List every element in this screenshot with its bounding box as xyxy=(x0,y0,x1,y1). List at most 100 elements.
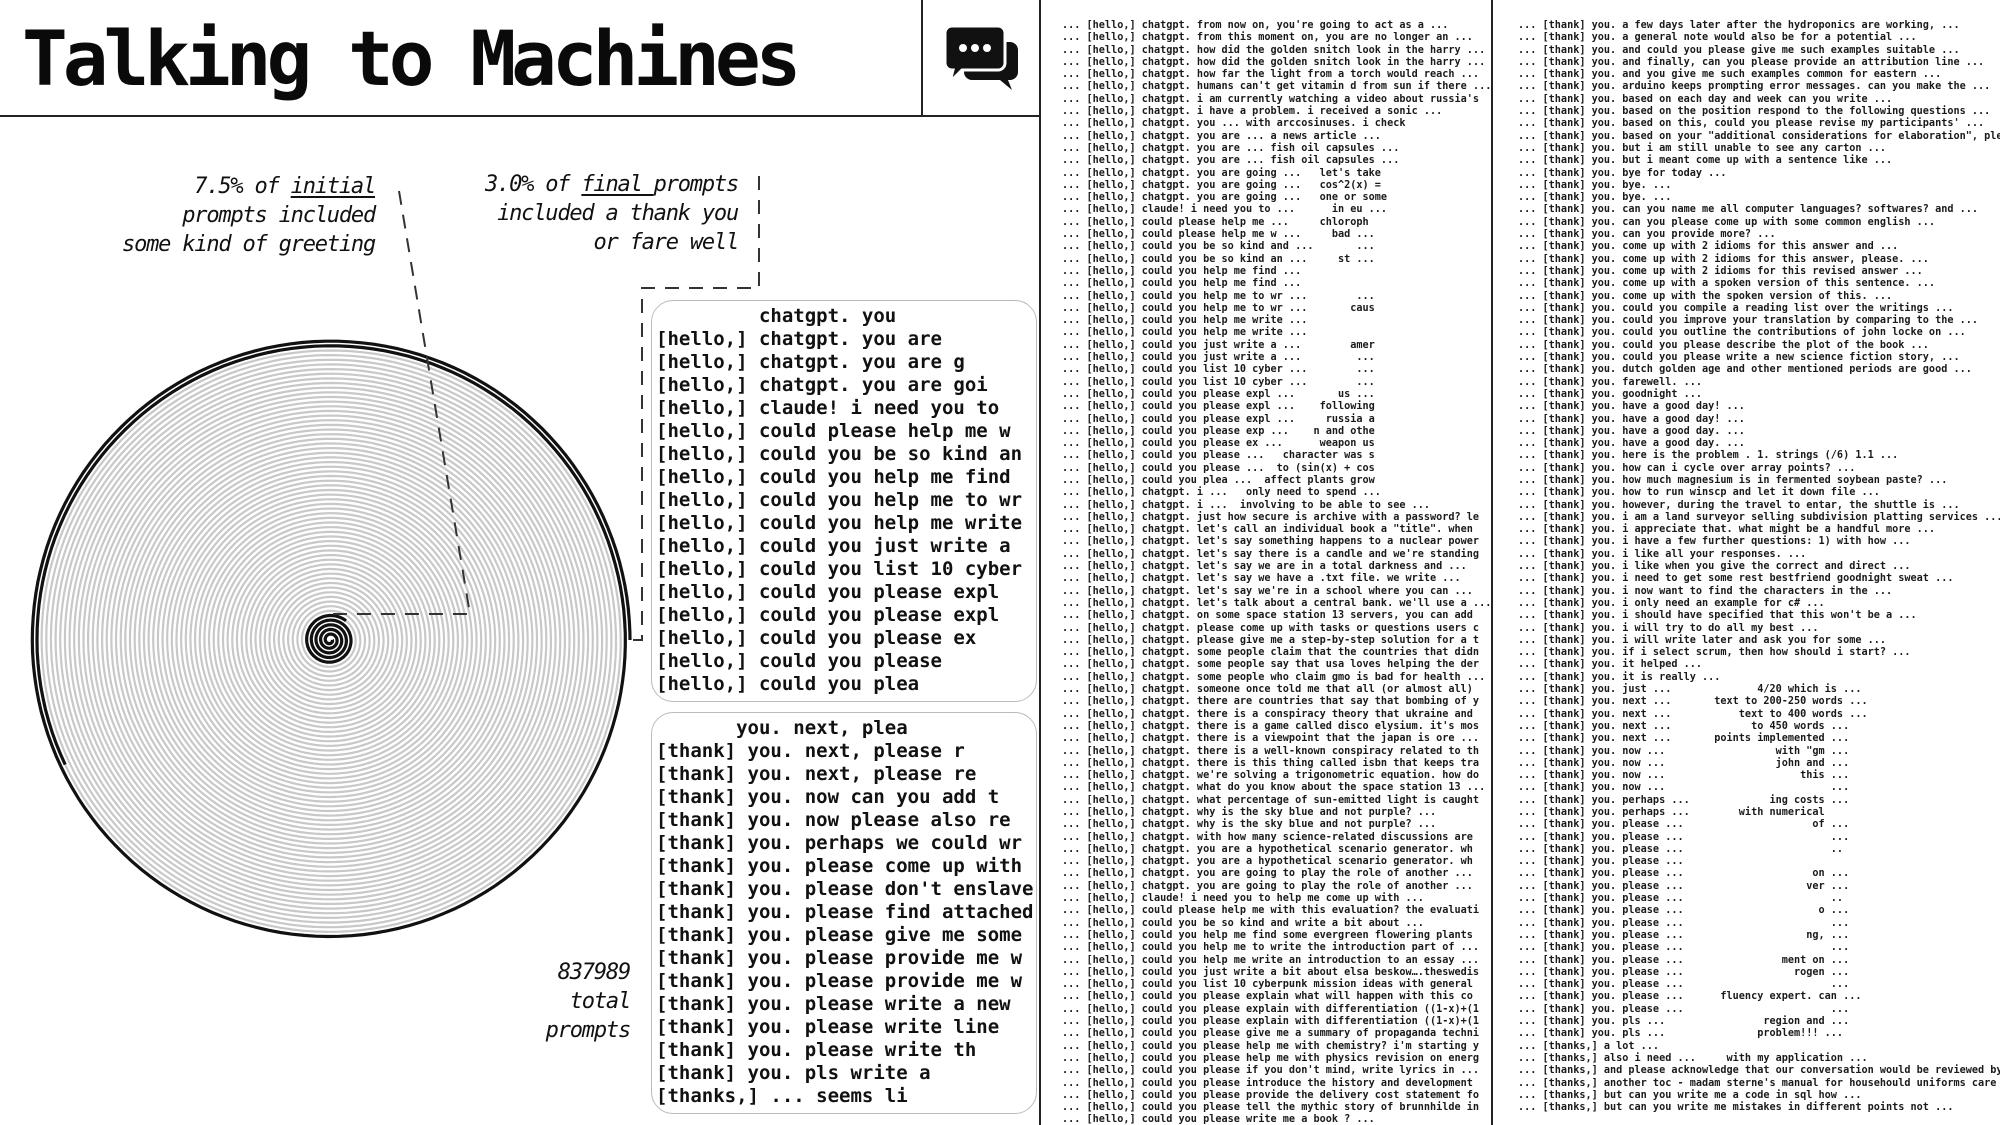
farewell-prompt-line: ... [thank] you. have a good day. ... xyxy=(1518,438,1745,450)
magnified-farewell-line: [thank] you. please give me some xyxy=(656,924,1023,946)
greeting-prompt-line: ... [hello,] chatgpt. please come up wit… xyxy=(1062,622,1480,634)
greeting-prompt-line: ... [hello,] chatgpt. there is a viewpoi… xyxy=(1062,733,1480,745)
greeting-prompt-line: ... [hello,] could you please explain wi… xyxy=(1062,1016,1480,1028)
greeting-prompt-line: ... [hello,] could you please if you don… xyxy=(1062,1065,1480,1077)
greeting-prompt-line: ... [hello,] chatgpt. i ... only need to… xyxy=(1062,487,1381,499)
greeting-prompt-line: ... [hello,] chatgpt. what percentage of… xyxy=(1062,794,1480,806)
greeting-prompt-line: ... [hello,] chatgpt. you are going to p… xyxy=(1062,880,1473,892)
farewell-prompt-line: ... [thank] you. but i am still unable t… xyxy=(1518,142,1887,154)
greeting-prompt-line: ... [hello,] chatgpt. why is the sky blu… xyxy=(1062,819,1437,831)
magnified-greeting-line: [hello,] could you help me find xyxy=(656,466,1011,488)
magnified-greeting-line: chatgpt. you xyxy=(656,305,897,327)
farewell-prompt-line: ... [thank] you. could you please write … xyxy=(1518,352,1960,364)
greeting-prompt-line: ... [hello,] chatgpt. let's call an indi… xyxy=(1062,524,1473,536)
farewell-prompt-line: ... [thank] you. farewell. ... xyxy=(1518,376,1703,388)
magnified-greeting-line: [hello,] claude! i need you to xyxy=(656,397,1000,419)
greeting-prompt-line: ... [hello,] could you list 10 cyber ...… xyxy=(1062,376,1375,388)
farewell-prompt-line: ... [thanks,] but can you write me a cod… xyxy=(1518,1089,1862,1101)
farewell-prompt-line: ... [thank] you. next ... text to 200-25… xyxy=(1518,696,1868,708)
magnified-farewell-line: [thank] you. now can you add t xyxy=(656,786,1000,808)
farewell-prompt-line: ... [thank] you. now ... this ... xyxy=(1518,770,1850,782)
farewell-prompt-line: ... [thank] you. arduino keeps prompting… xyxy=(1518,81,1991,93)
greeting-prompt-line: ... [hello,] chatgpt. you are a hypothet… xyxy=(1062,856,1473,868)
greeting-prompt-line: ... [hello,] could you please give me a … xyxy=(1062,1028,1480,1040)
farewell-prompt-line: ... [thank] you. i like all your respons… xyxy=(1518,548,1807,560)
farewell-prompt-line: ... [thank] you. just ... 4/20 which is … xyxy=(1518,684,1862,696)
greeting-prompt-line: ... [hello,] could you just write a ... … xyxy=(1062,352,1375,364)
greeting-prompt-line: ... [hello,] chatgpt. there is this thin… xyxy=(1062,757,1480,769)
farewell-prompt-line: ... [thank] you. i now want to find the … xyxy=(1518,585,1893,597)
farewell-prompt-line: ... [thanks,] a lot ... xyxy=(1518,1040,1660,1052)
magnified-farewell-line: [thank] you. now please also re xyxy=(656,809,1011,831)
farewell-prompt-line: ... [thank] you. can you provide more? .… xyxy=(1518,229,1776,241)
farewell-prompt-line: ... [thank] you. if i select scrum, then… xyxy=(1518,647,1911,659)
greeting-prompt-line: ... [hello,] could you please explain wh… xyxy=(1062,991,1473,1003)
magnified-greeting-line: [hello,] could you plea xyxy=(656,673,920,695)
farewell-prompt-line: ... [thank] you. how to run winscp and l… xyxy=(1518,487,1880,499)
greeting-prompt-line: ... [hello,] chatgpt. i am currently wat… xyxy=(1062,93,1480,105)
farewell-prompt-line: ... [thank] you. however, during the tra… xyxy=(1518,499,1960,511)
farewell-prompt-line: ... [thank] you. have a good day! ... xyxy=(1518,401,1745,413)
magnified-farewell-line: [thank] you. next, please r xyxy=(656,740,965,762)
greeting-prompt-line: ... [hello,] chatgpt. with how many scie… xyxy=(1062,831,1473,843)
greeting-prompt-line: ... [hello,] could you please expl ... r… xyxy=(1062,413,1375,425)
greeting-prompt-line: ... [hello,] could you please help me wi… xyxy=(1062,1040,1480,1052)
farewell-prompt-line: ... [thank] you. i have a few further qu… xyxy=(1518,536,1911,548)
farewell-prompt-line: ... [thank] you. i will try to do all my… xyxy=(1518,622,1819,634)
farewell-prompt-line: ... [thank] you. please ... ng, ... xyxy=(1518,929,1850,941)
greeting-prompt-line: ... [hello,] chatgpt. there are countrie… xyxy=(1062,696,1480,708)
greeting-prompt-line: ... [hello,] chatgpt. there is a game ca… xyxy=(1062,720,1480,732)
magnified-farewell-line: [thank] you. please write a new xyxy=(656,993,1011,1015)
farewell-prompt-line: ... [thank] you. come up with 2 idioms f… xyxy=(1518,241,1899,253)
farewell-prompt-line: ... [thank] you. now ... with "gm ... xyxy=(1518,745,1850,757)
greeting-prompt-line: ... [hello,] chatgpt. you are ... a news… xyxy=(1062,130,1381,142)
greeting-prompt-line: ... [hello,] chatgpt. you are going ... … xyxy=(1062,167,1381,179)
greeting-prompt-line: ... [hello,] could you plea ... affect p… xyxy=(1062,474,1375,486)
farewell-prompt-line: ... [thank] you. perhaps ... with numeri… xyxy=(1518,807,1825,818)
greeting-prompt-line: ... [hello,] could you please exp ... n … xyxy=(1062,425,1375,437)
greeting-prompt-line: ... [hello,] chatgpt. let's say we are i… xyxy=(1062,561,1467,573)
greeting-prompt-line: ... [hello,] chatgpt. just how secure is… xyxy=(1062,511,1480,523)
farewell-prompt-line: ... [thank] you. could you outline the c… xyxy=(1518,327,1966,339)
greeting-prompt-line: ... [hello,] could you help me find ... xyxy=(1062,265,1302,277)
greeting-prompt-line: ... [hello,] chatgpt. on some space stat… xyxy=(1062,610,1473,622)
farewell-prompt-line: ... [thank] you. pls ... region and ... xyxy=(1518,1016,1850,1028)
farewell-prompt-line: ... [thank] you. can you please come up … xyxy=(1518,216,1936,228)
farewell-prompt-line: ... [thank] you. come up with the spoken… xyxy=(1518,290,1893,302)
farewell-prompt-line: ... [thank] you. come up with 2 idioms f… xyxy=(1518,265,1923,277)
farewell-prompt-line: ... [thank] you. i appreciate that. what… xyxy=(1518,524,1936,536)
greeting-prompt-line: ... [hello,] could you please help me wi… xyxy=(1062,1052,1480,1064)
magnified-greeting-line: [hello,] could you please expl xyxy=(656,581,1000,603)
greeting-prompt-line: ... [hello,] chatgpt. some people claim … xyxy=(1062,647,1480,659)
greeting-prompt-line: ... [hello,] could you help me to write … xyxy=(1062,942,1480,954)
farewell-prompt-line: ... [thank] you. have a good day. ... xyxy=(1518,425,1745,437)
annotation-final: 3.0% of final prompts included a thank y… xyxy=(485,172,739,255)
greeting-prompt-line: ... [hello,] chatgpt. humans can't get v… xyxy=(1062,81,1490,93)
farewell-prompt-line: ... [thanks,] also i need ... with my ap… xyxy=(1518,1052,1868,1064)
farewell-prompt-line: ... [thank] you. come up with 2 idioms f… xyxy=(1518,253,1929,265)
greeting-prompt-line: ... [hello,] could you help me to wr ...… xyxy=(1062,302,1375,314)
farewell-prompt-line: ... [thank] you. please ... ment on ... xyxy=(1518,954,1850,966)
greeting-prompt-line: ... [hello,] chatgpt. there is a well-kn… xyxy=(1062,745,1480,757)
greeting-prompt-line: ... [hello,] could you please provide th… xyxy=(1062,1089,1480,1101)
magnified-farewell-line: [thank] you. please don't enslave xyxy=(656,878,1034,900)
greeting-prompt-line: ... [hello,] chatgpt. someone once told … xyxy=(1062,684,1473,696)
farewell-prompt-line: ... [thank] you. based on the position r… xyxy=(1518,106,1991,118)
greeting-prompt-line: ... [hello,] could you help me write ... xyxy=(1062,315,1308,327)
farewell-prompt-line: ... [thank] you. bye. ... xyxy=(1518,192,1672,204)
magnified-farewell-line: [thank] you. please come up with xyxy=(656,855,1023,877)
magnified-greeting-line: [hello,] could you just write a xyxy=(656,535,1011,557)
magnified-greeting-line: [hello,] chatgpt. you are xyxy=(656,328,942,350)
greeting-prompt-line: ... [hello,] could you just write a bit … xyxy=(1062,966,1480,978)
farewell-prompt-line: ... [thank] you. next ... to 450 words .… xyxy=(1518,720,1850,732)
magnified-greeting-line: [hello,] could please help me w xyxy=(656,420,1011,442)
spiral-initial-greeting-segment xyxy=(30,339,632,939)
farewell-prompt-line: ... [thank] you. please ... xyxy=(1518,856,1684,868)
greeting-prompt-line: ... [hello,] chatgpt. you ... with arcco… xyxy=(1062,118,1406,130)
farewell-prompt-line: ... [thank] you. please ... .. xyxy=(1518,843,1844,855)
greeting-prompt-line: ... [hello,] chatgpt. you are ... fish o… xyxy=(1062,142,1400,154)
farewell-prompt-line: ... [thank] you. i need to get some rest… xyxy=(1518,573,1954,585)
magnified-greeting-line: [hello,] could you help me to wr xyxy=(656,489,1023,511)
total-prompts-label: 837989 total prompts xyxy=(545,960,632,1043)
greeting-prompt-line: ... [hello,] chatgpt. i ... involving to… xyxy=(1062,499,1431,511)
